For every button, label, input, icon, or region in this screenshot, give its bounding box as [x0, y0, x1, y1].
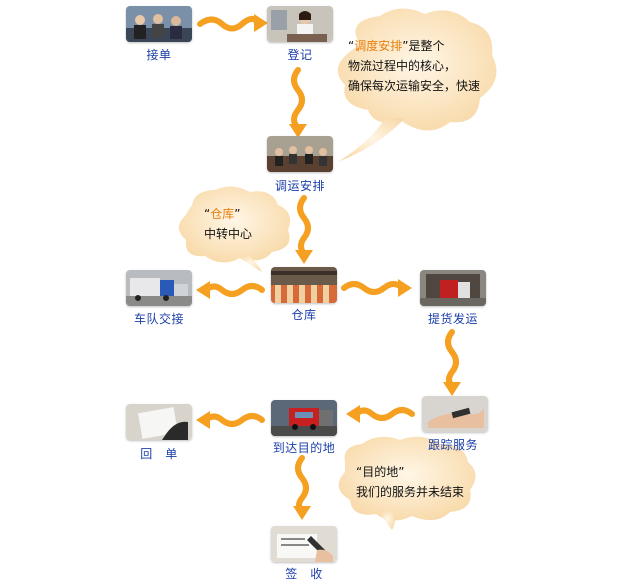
photo-cangku — [271, 267, 337, 303]
arrow-cangku-chedui — [196, 281, 265, 299]
arrow-cangku-tihuo — [341, 279, 412, 297]
arrow-daoda-qianshou — [293, 455, 311, 520]
node-label-diaoyun: 调运安排 — [274, 179, 326, 193]
arrow-daoda-huidan — [196, 411, 265, 429]
warehouse-highlight: 仓库 — [210, 207, 235, 221]
arrow-diaoyun-cangku — [295, 195, 313, 264]
warehouse-bubble-shape — [178, 186, 291, 272]
destination-bubble-line1: “目的地” — [356, 465, 405, 479]
photo-daoda — [271, 400, 337, 436]
node-label-chedui: 车队交接 — [133, 312, 185, 326]
arrow-jiedan-dengji — [197, 14, 268, 32]
warehouse-bubble: “仓库” 中转中心 — [204, 204, 252, 244]
dispatch-bubble-line3: 确保每次运输安全，快速 — [348, 79, 481, 93]
arrow-dengji-diaoyun — [289, 67, 307, 138]
dispatch-line1-rest: 是整个 — [408, 39, 445, 53]
photo-tihuo — [420, 270, 486, 306]
node-label-cangku: 仓库 — [291, 308, 317, 322]
node-label-tihuo: 提货发运 — [427, 312, 479, 326]
node-label-genzong: 跟踪服务 — [427, 438, 479, 452]
quote-open: “ — [348, 39, 355, 53]
dispatch-bubble-shape — [337, 8, 497, 162]
photo-chedui — [126, 270, 192, 306]
node-label-huidan: 回 单 — [140, 447, 178, 461]
photo-genzong — [422, 396, 488, 432]
quote-close: ” — [234, 207, 241, 221]
dispatch-bubble: “调度安排”是整个 物流过程中的核心， 确保每次运输安全，快速 — [348, 36, 480, 96]
destination-bubble-line2: 我们的服务并未结束 — [356, 485, 465, 499]
quote-open: “ — [204, 207, 211, 221]
photo-dengji — [267, 6, 333, 42]
quote-close: ” — [402, 39, 409, 53]
node-label-dengji: 登记 — [287, 48, 313, 62]
dispatch-bubble-line1: “调度安排”是整个 — [348, 36, 480, 56]
node-label-daoda: 到达目的地 — [272, 441, 336, 455]
warehouse-bubble-line1: “仓库” — [204, 204, 252, 224]
photo-qianshou — [271, 526, 337, 562]
arrow-tihuo-genzong — [443, 329, 461, 396]
node-label-jiedan: 接单 — [146, 48, 172, 62]
dispatch-highlight: 调度安排 — [354, 39, 403, 53]
photo-huidan — [126, 404, 192, 440]
warehouse-bubble-line2: 中转中心 — [204, 227, 253, 241]
photo-jiedan — [126, 6, 192, 42]
dispatch-bubble-line2: 物流过程中的核心， — [348, 59, 457, 73]
node-label-qianshou: 签 收 — [285, 567, 323, 581]
arrow-genzong-daoda — [346, 405, 415, 423]
destination-bubble: “目的地” 我们的服务并未结束 — [356, 462, 464, 502]
destination-bubble-shape — [338, 436, 476, 530]
photo-diaoyun — [267, 136, 333, 172]
